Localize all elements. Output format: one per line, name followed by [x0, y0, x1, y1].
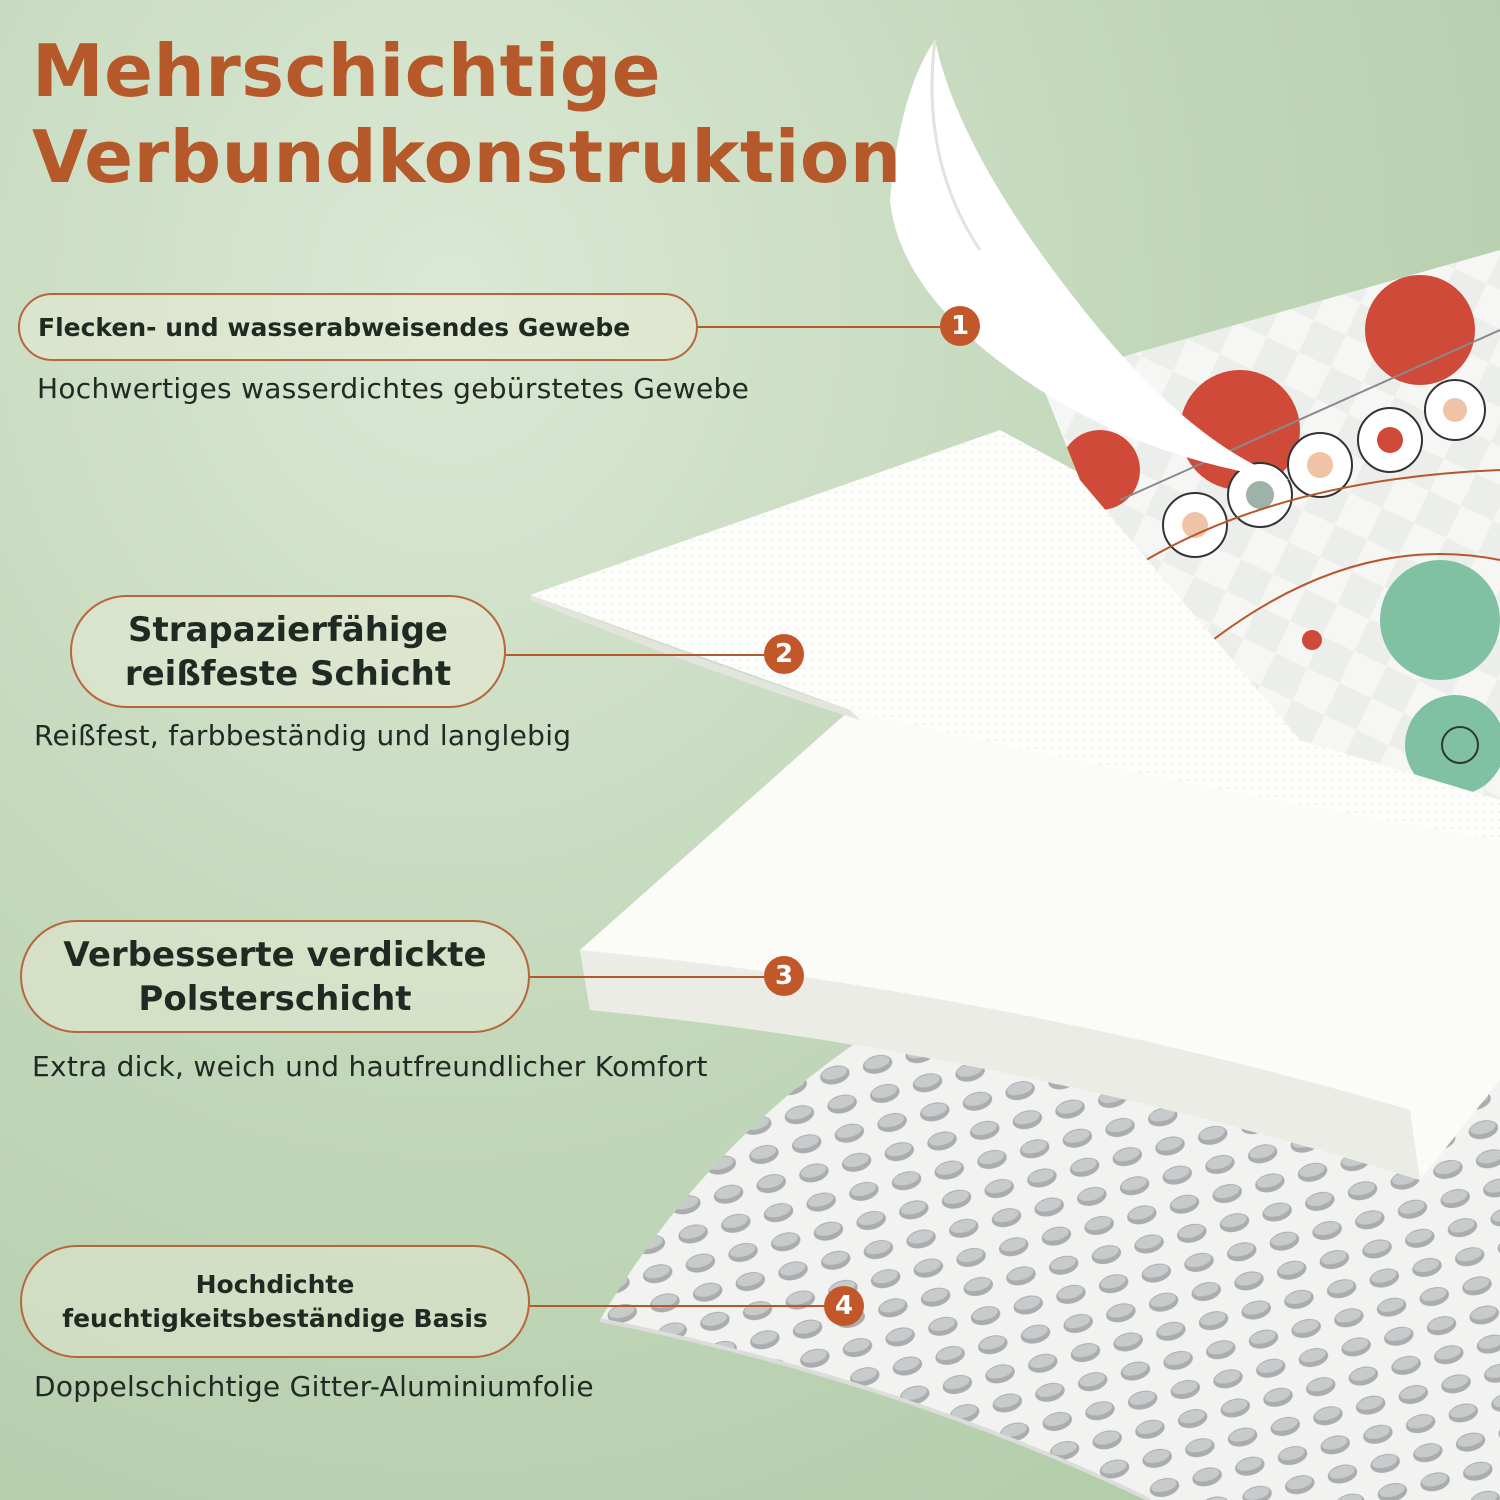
layer-4-label-line-1: Hochdichte — [195, 1269, 355, 1299]
layer-1-label: Flecken- und wasserabweisendes Gewebe — [18, 293, 698, 361]
layer-4-label-line-2: feuchtigkeitsbeständige Basis — [62, 1303, 488, 1333]
mesh-base-layer — [600, 1040, 1500, 1500]
title-line-2: Verbundkonstruktion — [32, 115, 902, 199]
peeling-corner — [890, 40, 1290, 480]
layer-3-label-line-2: Polsterschicht — [138, 978, 412, 1019]
layer-2-description: Reißfest, farbbeständig und langlebig — [34, 719, 572, 752]
tear-resistant-layer — [530, 430, 1500, 840]
title-line-1: Mehrschichtige — [32, 29, 662, 113]
layer-3-description: Extra dick, weich und hautfreundlicher K… — [32, 1050, 708, 1083]
layer-2-label-line-1: Strapazierfähige — [127, 609, 448, 650]
layer-3-connector — [530, 976, 766, 978]
layer-4-badge: 4 — [824, 1286, 864, 1326]
layer-3-label: Verbesserte verdickte Polsterschicht — [20, 920, 530, 1033]
layer-4-description: Doppelschichtige Gitter-Aluminiumfolie — [34, 1370, 594, 1403]
layer-2-label-line-2: reißfeste Schicht — [124, 653, 452, 694]
layer-1-description: Hochwertiges wasserdichtes gebürstetes G… — [37, 372, 750, 405]
layer-3-label-line-1: Verbesserte verdickte — [63, 934, 487, 975]
layer-1-label-text: Flecken- und wasserabweisendes Gewebe — [38, 312, 631, 342]
layer-1-connector — [698, 326, 943, 328]
layer-2-connector — [506, 654, 766, 656]
layer-4-label: Hochdichte feuchtigkeitsbeständige Basis — [20, 1245, 530, 1358]
layer-2-label: Strapazierfähige reißfeste Schicht — [70, 595, 506, 708]
layer-2-badge: 2 — [764, 634, 804, 674]
padding-layer — [580, 710, 1500, 1180]
layer-4-connector — [530, 1305, 826, 1307]
page-title: Mehrschichtige Verbundkonstruktion — [32, 28, 902, 200]
layer-1-badge: 1 — [940, 306, 980, 346]
layer-3-badge: 3 — [764, 956, 804, 996]
